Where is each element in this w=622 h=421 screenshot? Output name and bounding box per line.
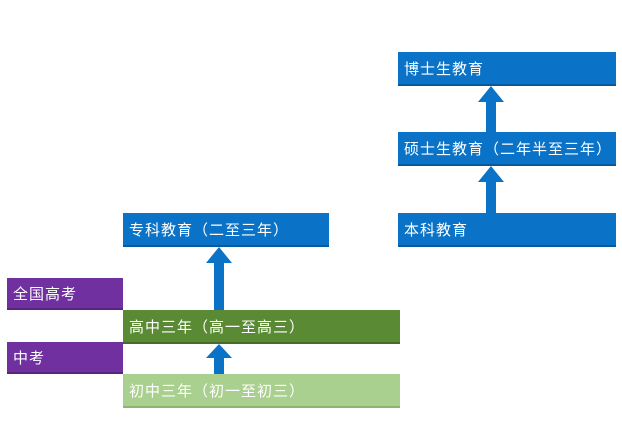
senior-high-label: 高中三年（高一至高三） <box>129 317 306 336</box>
senior-high-box: 高中三年（高一至高三） <box>123 310 400 344</box>
bachelor-education-label: 本科教育 <box>404 220 469 239</box>
junior-college-box: 专科教育（二至三年） <box>123 213 329 247</box>
zhongkao-label: 中考 <box>13 348 46 367</box>
arrow-bachelor-to-master <box>478 166 504 214</box>
doctoral-education-box: 博士生教育 <box>398 52 616 86</box>
arrow-highschool-to-junior-college <box>206 247 232 311</box>
junior-college-label: 专科教育（二至三年） <box>129 220 290 239</box>
bachelor-education-box: 本科教育 <box>398 213 616 247</box>
arrow-junior-high-to-senior-high <box>206 344 232 376</box>
zhongkao-box: 中考 <box>7 342 123 374</box>
junior-high-box: 初中三年（初一至初三） <box>123 374 400 408</box>
master-education-label: 硕士生教育（二年半至三年） <box>404 139 613 158</box>
doctoral-education-label: 博士生教育 <box>404 59 485 78</box>
gaokao-box: 全国高考 <box>7 278 123 310</box>
arrow-master-to-doctoral <box>478 86 504 132</box>
master-education-box: 硕士生教育（二年半至三年） <box>398 132 616 166</box>
junior-high-label: 初中三年（初一至初三） <box>129 381 306 400</box>
gaokao-label: 全国高考 <box>13 284 78 303</box>
